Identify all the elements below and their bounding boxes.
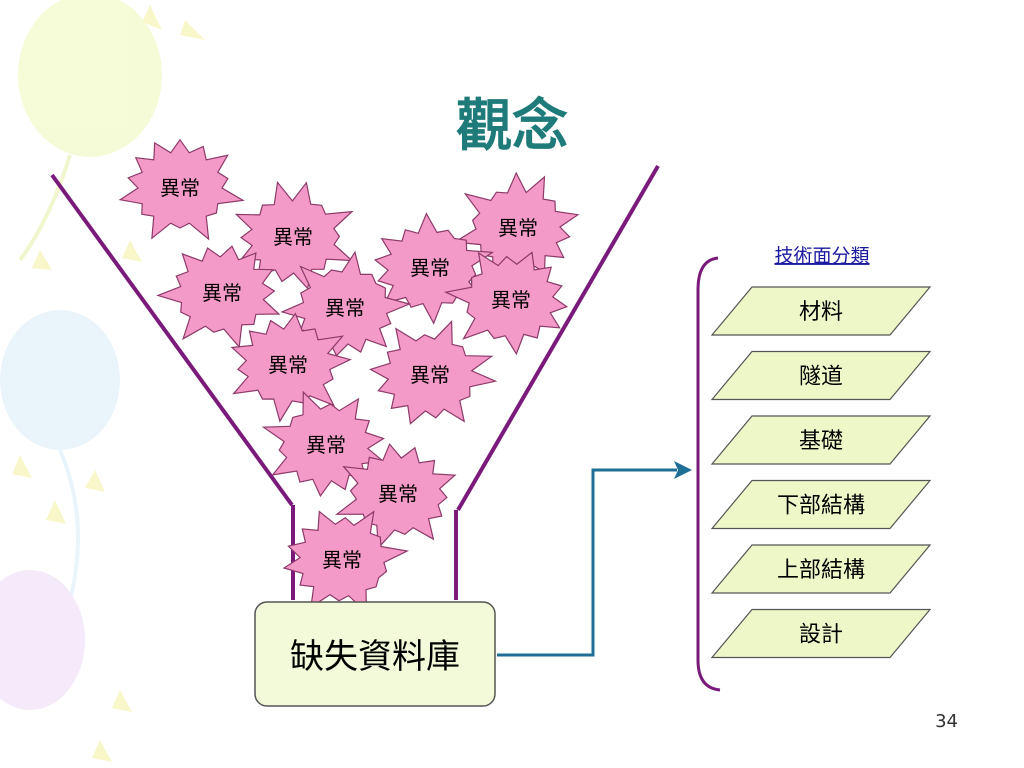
category-item[interactable]: 上部結構 (710, 544, 932, 594)
funnel-right-edge (456, 164, 660, 512)
balloon-string-icon (58, 449, 80, 601)
burst-label: 異常 (410, 256, 450, 280)
burst-star-icon (156, 245, 281, 349)
arrow-head-icon (674, 461, 692, 479)
balloon-purple-icon (0, 570, 85, 710)
category-shape (710, 479, 932, 530)
confetti-icon (180, 20, 205, 40)
anomaly-burst: 異常 (443, 251, 569, 356)
confetti-icon (32, 250, 52, 270)
burst-star-icon (282, 510, 410, 614)
burst-label: 異常 (325, 296, 365, 320)
balloon-decoration (0, 0, 205, 762)
confetti-icon (85, 470, 105, 492)
burst-label: 異常 (491, 288, 531, 312)
anomaly-burst: 異常 (282, 510, 410, 614)
category-shape (710, 608, 932, 659)
burst-label: 異常 (273, 225, 313, 249)
burst-star-icon (443, 251, 569, 356)
funnel-left-edge (50, 173, 294, 507)
confetti-icon (12, 455, 32, 478)
category-shape (710, 286, 932, 336)
category-item[interactable]: 設計 (710, 608, 932, 659)
defect-database: 缺失資料庫 (254, 601, 496, 707)
balloon-blue-icon (0, 310, 120, 450)
database-box (254, 601, 496, 707)
burst-star-icon (234, 180, 354, 290)
category-item[interactable]: 隧道 (710, 350, 932, 401)
burst-star-icon (118, 138, 245, 241)
burst-star-icon (368, 320, 498, 425)
category-shape (710, 415, 932, 465)
category-item[interactable]: 材料 (710, 286, 932, 336)
anomaly-burst: 異常 (156, 245, 281, 349)
category-item[interactable]: 下部結構 (710, 479, 932, 530)
confetti-icon (92, 740, 112, 762)
category-label: 設計 (799, 623, 843, 648)
confetti-icon (46, 500, 66, 524)
page-number: 34 (935, 711, 958, 732)
category-label: 下部結構 (777, 494, 865, 519)
category-label: 材料 (799, 300, 843, 325)
anomaly-burst: 異常 (230, 312, 353, 423)
category-bracket (696, 256, 721, 692)
category-shape (710, 544, 932, 594)
anomaly-burst: 異常 (368, 320, 498, 425)
anomaly-burst: 異常 (234, 180, 354, 290)
funnel (50, 164, 660, 600)
database-label: 缺失資料庫 (290, 637, 460, 677)
burst-label: 異常 (410, 363, 450, 387)
burst-label: 異常 (160, 176, 200, 200)
burst-label: 異常 (498, 216, 538, 240)
category-heading[interactable]: 技術面分類 (774, 245, 869, 267)
confetti-icon (142, 5, 162, 30)
slide-title: 觀念 (456, 93, 568, 159)
confetti-icon (112, 690, 132, 712)
category-shape (710, 350, 932, 401)
anomaly-bursts: 異常異常異常異常異常異常異常異常異常異常異常異常 (118, 138, 580, 614)
confetti-icon (122, 240, 142, 262)
burst-label: 異常 (306, 433, 346, 457)
burst-star-icon (230, 312, 353, 423)
category-label: 上部結構 (777, 558, 865, 583)
balloon-yellow-icon (18, 0, 162, 157)
balloon-string-icon (18, 154, 72, 262)
arrow-path (497, 468, 677, 657)
burst-label: 異常 (322, 548, 362, 572)
anomaly-burst: 異常 (118, 138, 245, 241)
category-item[interactable]: 基礎 (710, 415, 932, 465)
category-label: 隧道 (799, 365, 843, 390)
burst-label: 異常 (202, 281, 242, 305)
burst-label: 異常 (268, 353, 308, 377)
category-label: 基礎 (799, 429, 843, 454)
connector-arrow (497, 461, 692, 657)
burst-label: 異常 (378, 482, 418, 506)
